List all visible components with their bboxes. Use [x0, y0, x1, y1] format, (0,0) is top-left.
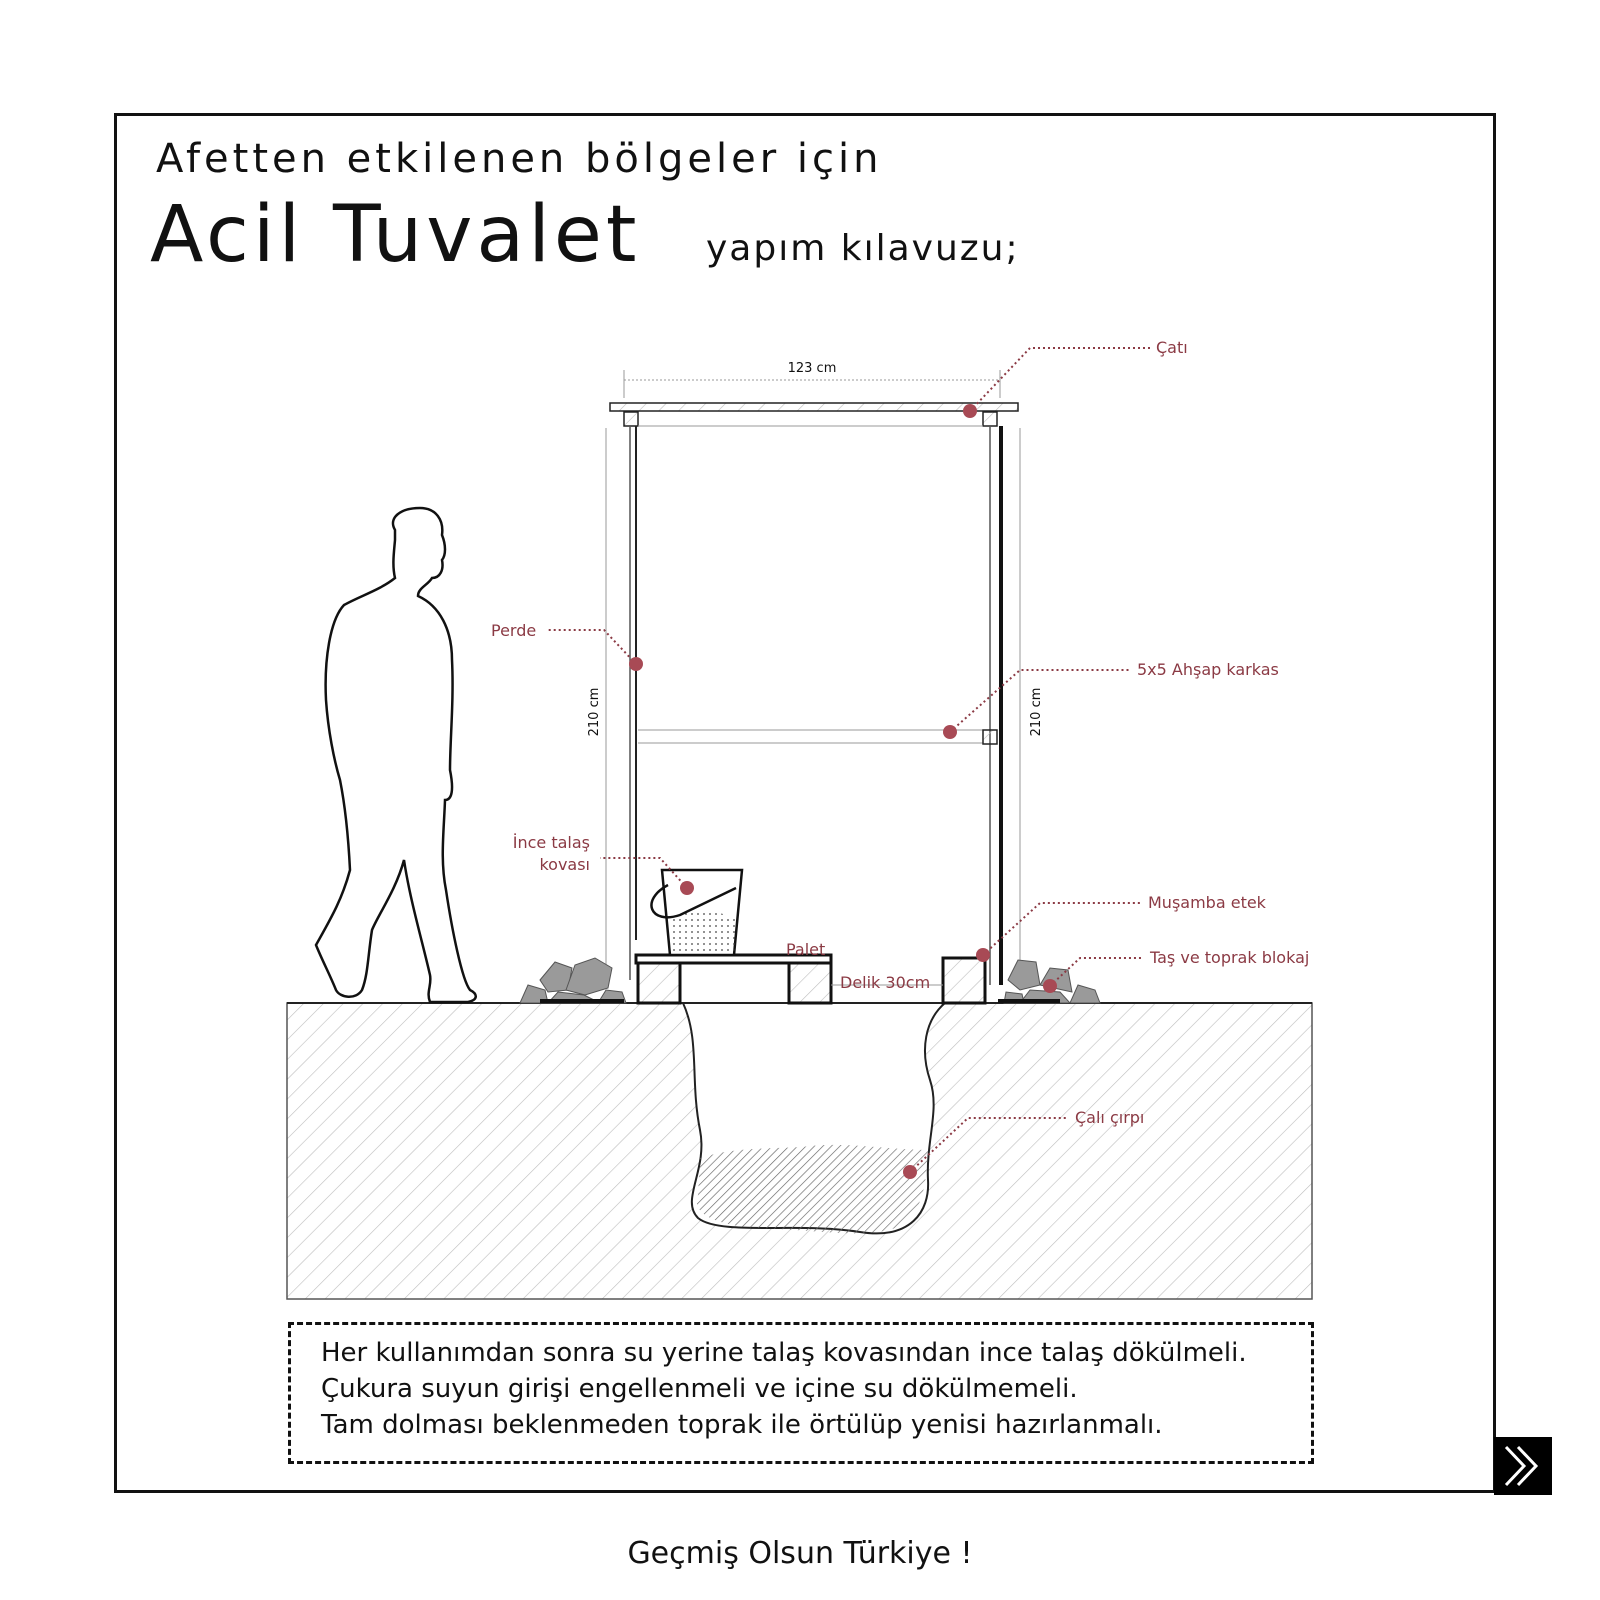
- pallet-label: Palet: [786, 940, 825, 959]
- dim-height-right: 210 cm: [1029, 688, 1044, 737]
- next-button[interactable]: [1494, 1437, 1552, 1495]
- callout-dot-roof: [963, 404, 977, 418]
- pallet-left-block: [636, 961, 682, 1005]
- callout-dot-curtain: [629, 657, 643, 671]
- mid-beam-post: [982, 729, 998, 745]
- roof-slab: [609, 402, 1019, 412]
- stones-left: [519, 957, 627, 1004]
- bucket-handle: [650, 883, 737, 919]
- callout-dot-brush: [903, 1165, 917, 1179]
- label-blockage: Taş ve toprak blokaj: [1149, 948, 1309, 967]
- dim-width: 123 cm: [788, 361, 837, 376]
- left-post-cap: [623, 411, 639, 427]
- right-block: [941, 956, 987, 1005]
- poster-frame: [114, 113, 1496, 1493]
- hole-label: Delik 30cm: [840, 973, 930, 992]
- dim-height-left: 210 cm: [587, 688, 602, 737]
- label-frame: 5x5 Ahşap karkas: [1137, 660, 1279, 679]
- poster-title: Acil Tuvalet: [150, 190, 641, 280]
- instruction-line-3: Tam dolması beklenmeden toprak ile örtül…: [321, 1410, 1163, 1440]
- pallet-right-block: [787, 961, 833, 1005]
- pit-brush-fill: [696, 1144, 928, 1234]
- callout-dot-tarp: [976, 948, 990, 962]
- label-brush: Çalı çırpı: [1075, 1108, 1144, 1127]
- instruction-line-1: Her kullanımdan sonra su yerine talaş ko…: [321, 1338, 1247, 1368]
- right-post-cap: [982, 411, 998, 427]
- poster-title-suffix: yapım kılavuzu;: [706, 228, 1020, 269]
- label-curtain: Perde: [491, 621, 536, 640]
- footer-message: Geçmiş Olsun Türkiye !: [627, 1536, 973, 1571]
- callout-dot-blockage: [1043, 979, 1057, 993]
- instructions-box: Her kullanımdan sonra su yerine talaş ko…: [288, 1322, 1314, 1464]
- callout-dot-bucket: [680, 881, 694, 895]
- label-roof: Çatı: [1156, 338, 1188, 357]
- poster-subtitle: Afetten etkilenen bölgeler için: [156, 136, 883, 182]
- label-bucket-line2: kovası: [539, 855, 590, 874]
- double-chevron-right-icon: [1504, 1445, 1539, 1487]
- label-tarp: Muşamba etek: [1148, 893, 1267, 912]
- callout-dot-frame: [943, 725, 957, 739]
- person-silhouette: [314, 506, 477, 1004]
- instruction-line-2: Çukura suyun girişi engellenmeli ve için…: [321, 1374, 1078, 1404]
- label-bucket-line1: İnce talaş: [513, 833, 590, 852]
